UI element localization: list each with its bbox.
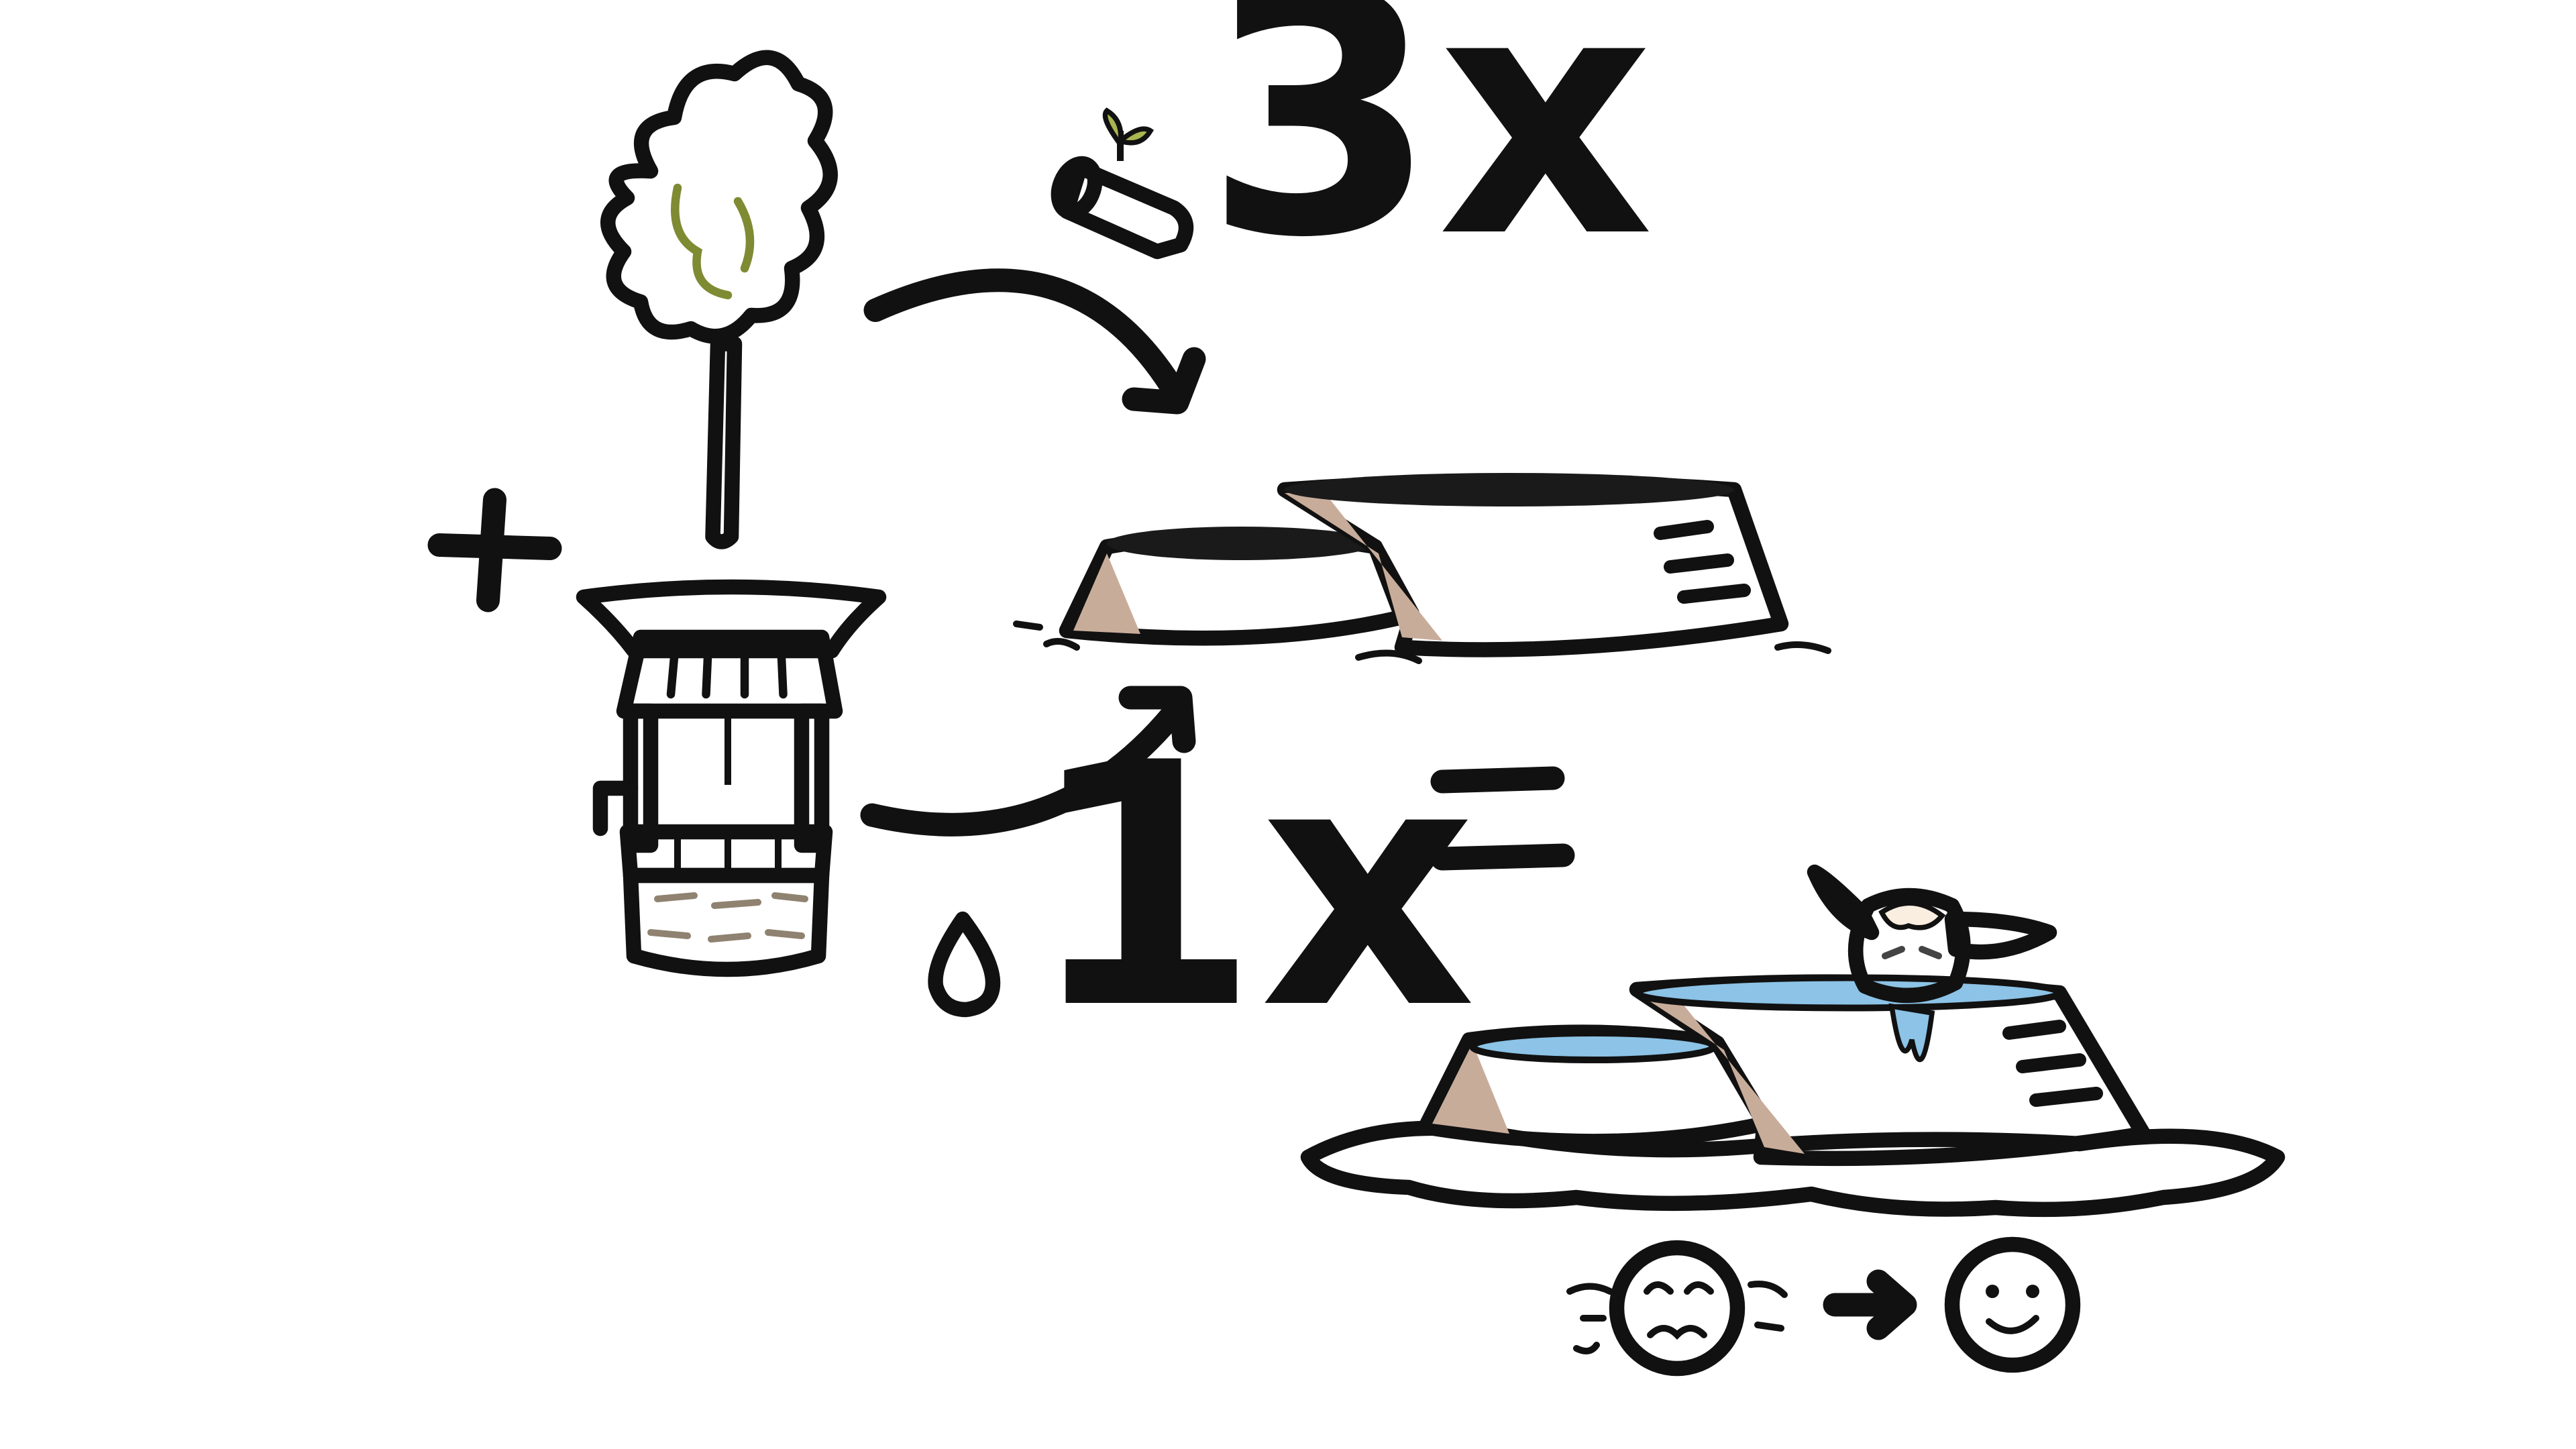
water-quantity-label: 1x <box>1026 692 1476 1082</box>
equals-sign <box>1430 766 1575 871</box>
wood-quantity-label: 3x <box>1204 0 1654 311</box>
plus-sign <box>427 488 562 612</box>
filled-trough-icon <box>1300 974 2286 1218</box>
water-drop-icon <box>928 911 1001 1018</box>
arrow-sad-to-happy <box>1823 1269 1917 1340</box>
log-with-sprout-icon <box>1051 107 1194 260</box>
tree-icon <box>600 50 838 549</box>
arrow-tree-to-trough <box>863 268 1206 415</box>
well-icon <box>576 579 887 977</box>
cow-icon <box>1807 864 2057 1004</box>
happy-face-icon <box>1944 1236 2081 1373</box>
sad-face-icon <box>1566 1240 1788 1377</box>
empty-trough-icon <box>1013 473 1831 664</box>
arrow-well-to-trough <box>860 686 1196 837</box>
